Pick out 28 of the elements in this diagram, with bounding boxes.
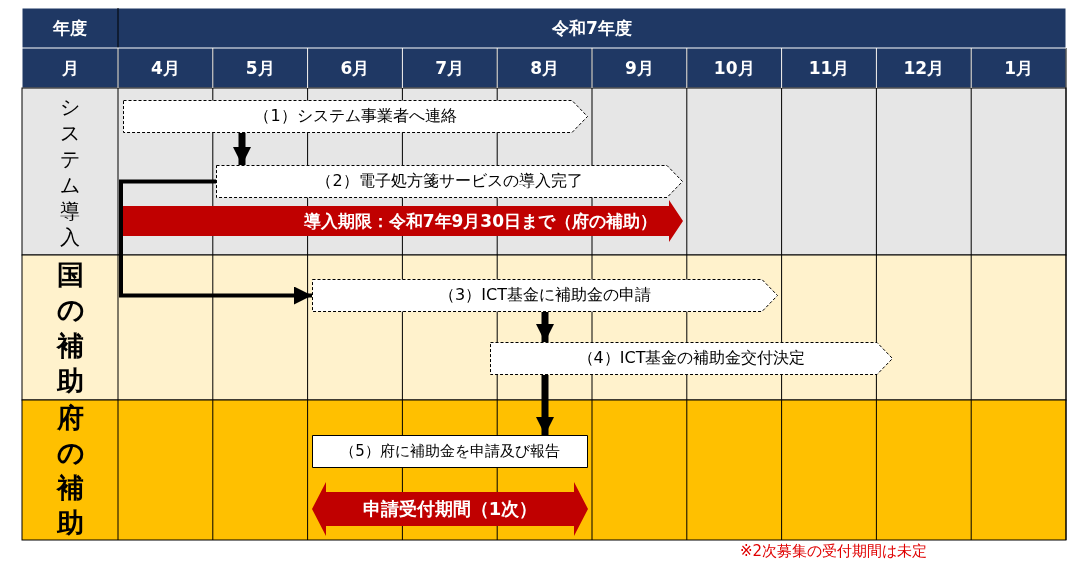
bar-label: 申請受付期間（1次）	[362, 497, 538, 521]
month-header: 12月	[902, 56, 946, 80]
bar-label: （4）ICT基金の補助金交付決定	[577, 348, 806, 369]
month-header: 7月	[434, 56, 466, 80]
note-text: ※2次募集の受付期間は未定	[740, 542, 929, 562]
bar-label: （1）システム事業者へ連絡	[254, 106, 457, 127]
year-header: 令和7年度	[551, 16, 633, 40]
bar-label: 導入期限：令和7年9月30日まで（府の補助）	[303, 209, 657, 233]
down-arrow	[233, 133, 251, 165]
column-header: 月	[60, 56, 80, 80]
bar-label: （5）府に補助金を申請及び報告	[340, 442, 560, 461]
bar-label: （3）ICT基金に補助金の申請	[439, 285, 651, 306]
month-header: 8月	[529, 56, 560, 80]
down-arrow	[119, 179, 312, 305]
month-header: 11月	[807, 56, 851, 80]
down-arrow	[536, 312, 554, 342]
month-header: 4月	[149, 56, 181, 80]
row-header: システム導入	[60, 93, 80, 250]
month-header: 5月	[244, 56, 276, 80]
bar-label: （2）電子処方箋サービスの導入完了	[316, 171, 583, 192]
month-header: 6月	[339, 56, 371, 80]
month-header: 1月	[1003, 56, 1034, 80]
column-header: 年度	[52, 16, 88, 40]
month-header: 10月	[712, 56, 756, 80]
month-header: 9月	[623, 56, 655, 80]
row-header: 府の補助	[56, 400, 84, 541]
down-arrow	[536, 375, 554, 435]
row-header: 国の補助	[56, 258, 84, 398]
